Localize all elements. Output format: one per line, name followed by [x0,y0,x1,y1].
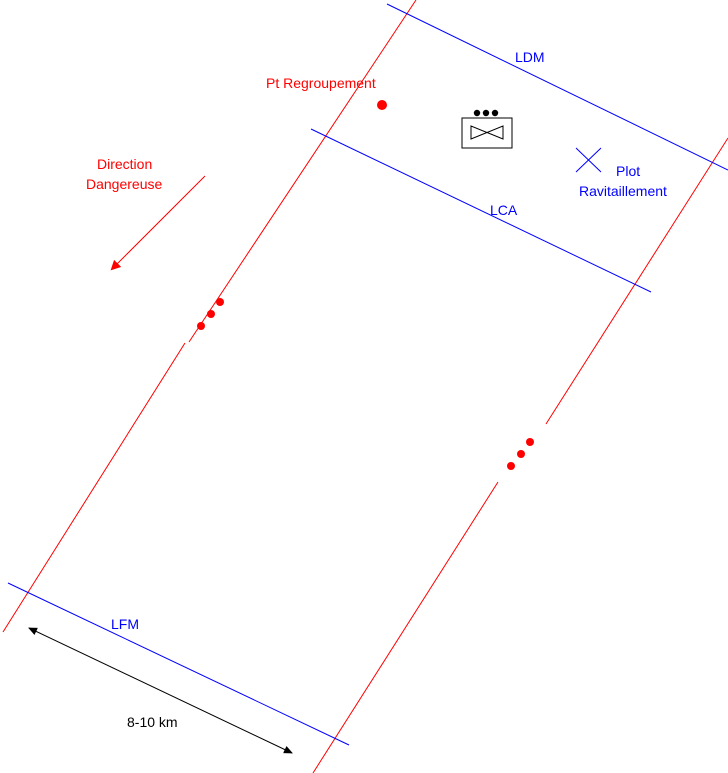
supply-label-line1: Plot [616,163,640,179]
ldm-label: LDM [515,49,545,65]
lca-label: LCA [490,202,518,218]
left-boundary [2,0,417,633]
distance-arrow [28,627,293,754]
direction-label-line2: Dangereuse [86,176,162,192]
lfm-line [7,582,350,746]
rally-point-label: Pt Regroupement [266,75,376,91]
right-boundary [312,137,728,773]
ldm-line [386,3,728,171]
mechanized-unit-icon [461,109,513,149]
supply-label-line2: Ravitaillement [579,183,667,199]
ellipsis-dots-icon [197,298,224,330]
lca-line [310,128,652,293]
distance-label: 8-10 km [127,714,178,730]
lfm-label: LFM [111,616,139,632]
arrow-icon [110,175,206,271]
ellipsis-dots-icon [507,438,534,470]
direction-label-line1: Direction [97,156,152,172]
x-cross-icon [575,147,602,173]
red-dot-icon [377,100,387,110]
